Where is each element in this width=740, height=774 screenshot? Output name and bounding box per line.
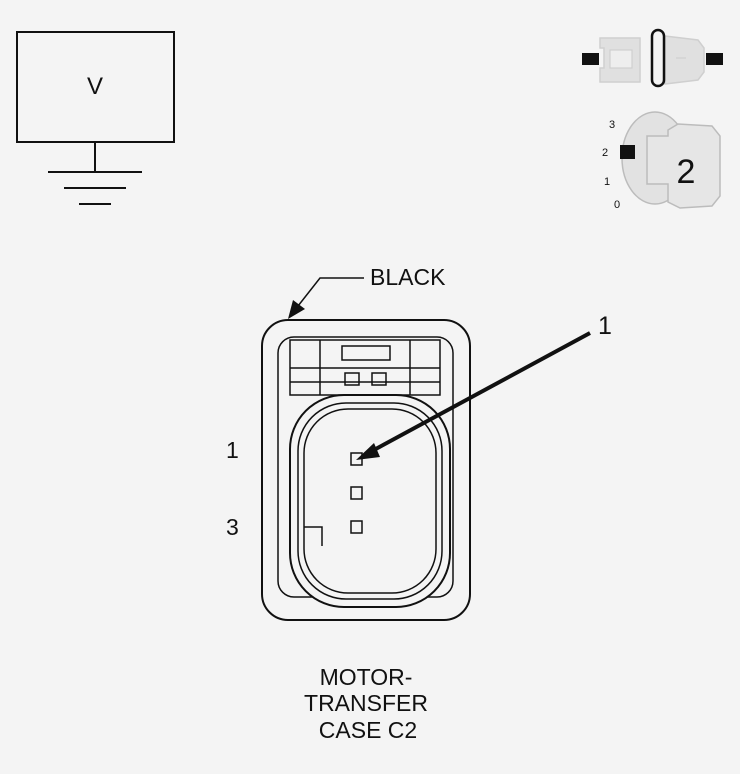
voltmeter-symbol: V [16,31,175,205]
ignition-selected-position: 2 [677,153,696,191]
caption-line-1: MOTOR- [320,664,413,690]
pin-cavity-3 [350,520,363,534]
caption-line-2: TRANSFER [304,690,428,716]
pin-label-1: 1 [226,437,239,463]
connector-face [261,319,471,621]
ignition-position-2: 2 [602,147,608,159]
ignition-key-icon: 3 2 1 0 2 [602,111,721,211]
ignition-position-0: 0 [614,199,620,211]
ignition-position-1: 1 [604,176,610,188]
pin-callout: 1 [356,312,612,460]
color-callout: BLACK [288,264,446,319]
connector-color-label: BLACK [370,264,446,290]
pin-cavity-2 [350,486,363,500]
callout-number: 1 [598,312,612,340]
ignition-position-3: 3 [609,119,615,131]
caption-line-3: CASE C2 [319,717,417,743]
pin-label-3: 3 [226,514,239,540]
connector-caption: MOTOR- TRANSFER CASE C2 [304,664,428,743]
disconnect-icon [582,28,723,88]
voltmeter-label: V [87,73,103,100]
